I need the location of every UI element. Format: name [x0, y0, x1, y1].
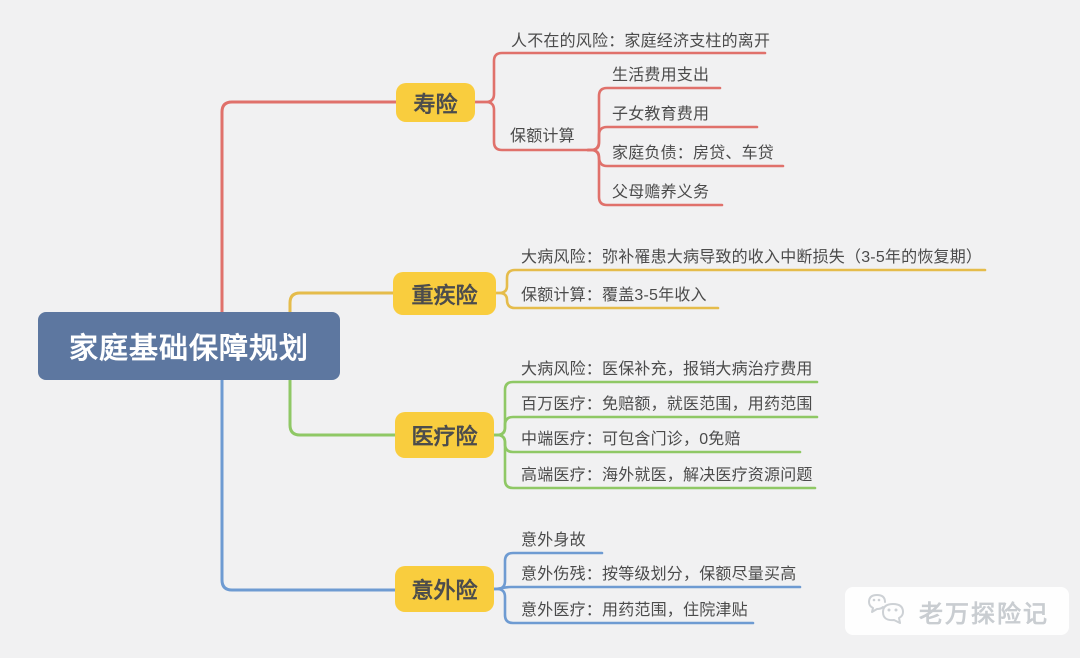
leaf-critical-calc[interactable]: 保额计算：覆盖3-5年收入 [521, 287, 707, 304]
leaf-accident-death[interactable]: 意外身故 [521, 532, 586, 549]
branch-node-life[interactable]: 寿险 [396, 83, 475, 122]
connector-root-life [220, 100, 398, 314]
connector-critical-calc [493, 291, 720, 310]
leaf-medical-risk[interactable]: 大病风险：医保补充，报销大病治疗费用 [521, 361, 813, 378]
connector-root-accident [220, 378, 398, 592]
branch-node-critical[interactable]: 重疾险 [393, 272, 496, 315]
connector-accident-disability [491, 585, 802, 591]
watermark-text: 老万探险记 [919, 600, 1049, 628]
connector-root-medical [288, 378, 398, 437]
connector-accident-medical [491, 587, 755, 625]
branch-node-medical[interactable]: 医疗险 [395, 412, 494, 458]
branch-node-accident[interactable]: 意外险 [395, 566, 494, 612]
connector-root-critical [288, 291, 396, 314]
leaf-life-risk[interactable]: 人不在的风险：家庭经济支柱的离开 [511, 33, 771, 50]
wechat-icon [865, 591, 911, 632]
leaf-medical-mid[interactable]: 中端医疗：可包含门诊，0免赔 [521, 431, 741, 448]
leaf-accident-medical[interactable]: 意外医疗：用药范围，住院津贴 [521, 602, 748, 619]
leaf-calc-living[interactable]: 生活费用支出 [612, 67, 710, 84]
leaf-calc-parents[interactable]: 父母赡养义务 [612, 184, 710, 201]
watermark-badge: 老万探险记 [845, 587, 1069, 635]
leaf-medical-high[interactable]: 高端医疗：海外就医，解决医疗资源问题 [521, 467, 813, 484]
leaf-accident-disability[interactable]: 意外伤残：按等级划分，保额尽量买高 [521, 566, 797, 583]
leaf-calc-education[interactable]: 子女教育费用 [612, 106, 710, 123]
connector-life-calc [472, 100, 590, 152]
leaf-medical-million[interactable]: 百万医疗：免赔额，就医范围，用药范围 [521, 396, 813, 413]
root-node[interactable]: 家庭基础保障规划 [38, 312, 340, 380]
leaf-critical-risk[interactable]: 大病风险：弥补罹患大病导致的收入中断损失（3-5年的恢复期） [521, 249, 983, 266]
leaf-calc-debt[interactable]: 家庭负债：房贷、车贷 [612, 145, 775, 162]
connector-medical-high [491, 433, 817, 490]
leaf-life-calc[interactable]: 保额计算 [510, 128, 575, 145]
connector-calc-parents [586, 148, 724, 207]
